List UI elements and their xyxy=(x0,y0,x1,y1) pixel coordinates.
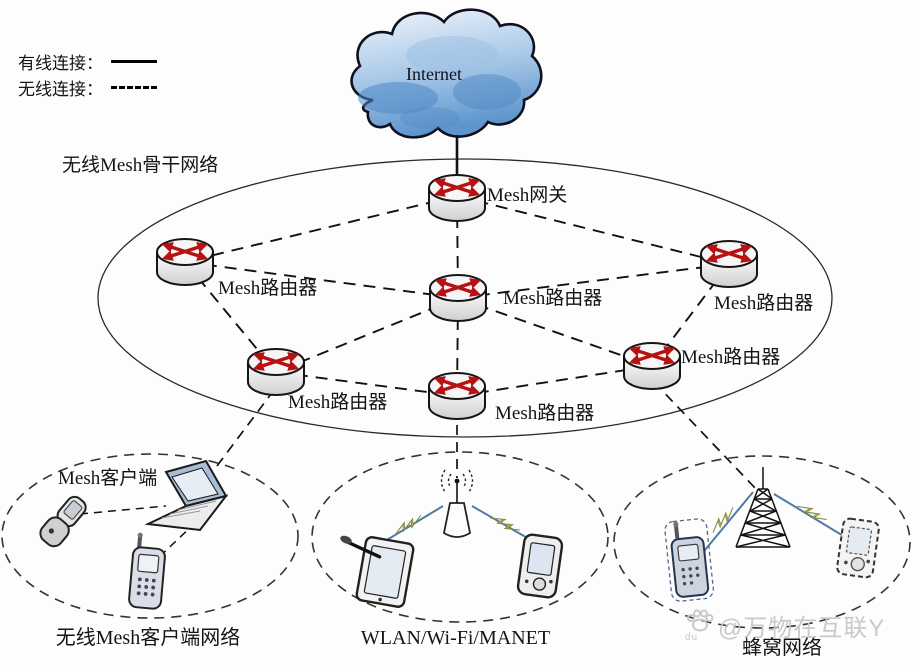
client-network-ellipse xyxy=(1,453,299,619)
mesh-router-right-top xyxy=(701,241,757,287)
client-mobile-phone-icon xyxy=(128,532,166,610)
access-point-icon xyxy=(440,469,474,538)
wlan-network-ellipse xyxy=(311,451,609,623)
mesh-router-right-bottom-label: Mesh路由器 xyxy=(681,347,781,368)
lightning-bolt-icon xyxy=(795,500,829,526)
mesh-gateway-label: Mesh网关 xyxy=(487,185,568,206)
internet-label: Internet xyxy=(406,64,462,84)
legend-wireless-label: 无线连接： xyxy=(18,79,103,99)
mesh-router-left-label: Mesh路由器 xyxy=(218,278,318,299)
access-downlinks xyxy=(201,381,758,491)
client-network-caption: 无线Mesh客户端网络 xyxy=(55,627,241,649)
mesh-router-center xyxy=(430,275,486,321)
wireless-line-sample xyxy=(111,85,157,89)
watermark-du-text: du xyxy=(685,631,699,643)
laptop-icon xyxy=(144,459,229,532)
mesh-gateway xyxy=(429,175,485,221)
legend-wired-label: 有线连接： xyxy=(18,53,103,73)
base-station-tower-icon xyxy=(735,467,791,548)
mesh-router-right-top-label: Mesh路由器 xyxy=(714,293,814,314)
mesh-router-center-label: Mesh路由器 xyxy=(503,288,603,309)
lightning-bolt-icon xyxy=(708,505,738,535)
cellular-network-ellipse xyxy=(613,455,911,629)
cellular-pda-icon xyxy=(836,517,880,579)
backbone-title: 无线Mesh骨干网络 xyxy=(62,155,219,176)
wlan-pda-icon xyxy=(516,533,564,599)
mesh-router-left xyxy=(157,239,213,285)
legend-wired-row: 有线连接： xyxy=(18,48,157,74)
internet-cloud xyxy=(350,8,543,139)
mesh-router-center-bottom xyxy=(429,373,485,419)
watermark-text: @万物在互联Y xyxy=(718,615,886,642)
tablet-with-stylus-icon xyxy=(340,535,415,608)
baidu-paw-icon: du xyxy=(684,609,714,643)
mesh-router-center-bottom-label: Mesh路由器 xyxy=(495,403,595,424)
cellular-mobile-phone-icon xyxy=(664,518,714,602)
mesh-client-label: Mesh客户端 xyxy=(58,468,158,489)
flip-phone-icon xyxy=(39,495,87,548)
legend: 有线连接： 无线连接： xyxy=(18,48,157,100)
wired-line-sample xyxy=(111,59,157,63)
watermark: du @万物在互联Y xyxy=(684,608,885,643)
mesh-router-left-bottom xyxy=(248,349,304,395)
wlan-network-caption: WLAN/Wi-Fi/MANET xyxy=(360,627,551,649)
lightning-bolt-icon xyxy=(391,513,425,537)
mesh-router-right-bottom xyxy=(624,343,680,389)
legend-wireless-row: 无线连接： xyxy=(18,74,157,100)
backbone-ellipse xyxy=(97,158,833,438)
mesh-router-left-bottom-label: Mesh路由器 xyxy=(288,392,388,413)
cellular-network-caption: 蜂窝网络 xyxy=(742,637,822,659)
